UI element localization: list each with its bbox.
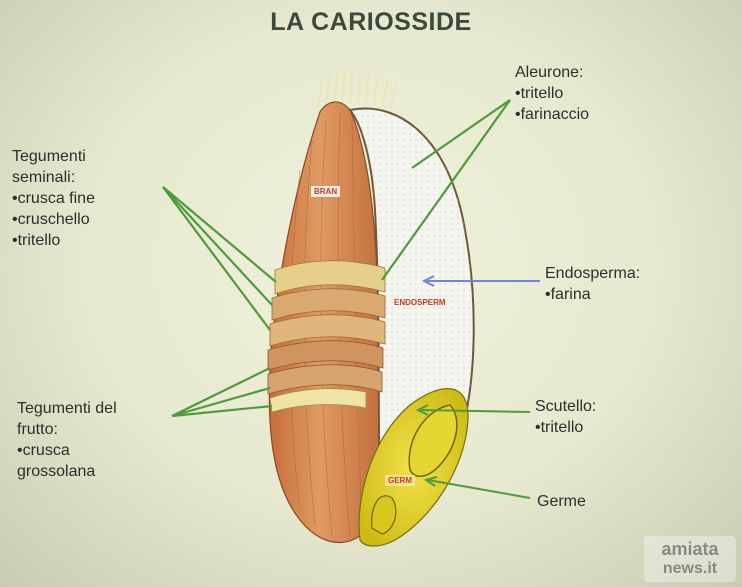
label-tegumenti-seminali: Tegumenti seminali: •crusca fine •crusch… xyxy=(12,148,95,249)
pointer-lines-frutto xyxy=(171,367,273,418)
pointer-line-scutello xyxy=(415,404,531,416)
label-tegumenti-frutto: Tegumenti del frutto: •crusca grossolana xyxy=(17,400,117,480)
pointer-line-endosperma xyxy=(421,275,540,287)
label-aleurone: Aleurone: •tritello •farinaccio xyxy=(515,64,590,123)
label-scutello: Scutello: •tritello xyxy=(535,398,597,436)
label-germe: Germe xyxy=(537,493,586,510)
scutellum xyxy=(408,404,458,477)
diagram-title: LA CARIOSSIDE xyxy=(270,8,472,36)
seed-coat-layers xyxy=(267,260,386,413)
endosperm-tag: ENDOSPERM xyxy=(394,298,446,307)
label-endosperma: Endosperma: •farina xyxy=(545,265,641,303)
germ-tag: GERM xyxy=(385,475,415,486)
bran-tag: BRAN xyxy=(311,186,341,197)
embryo-axis xyxy=(371,495,397,535)
watermark-logo: amiata news.it xyxy=(644,536,736,582)
pointer-line-germe xyxy=(423,476,531,499)
pointer-lines-aleurone xyxy=(381,99,511,281)
brush-hairs xyxy=(317,69,397,109)
pointer-lines-seminali xyxy=(162,186,277,331)
